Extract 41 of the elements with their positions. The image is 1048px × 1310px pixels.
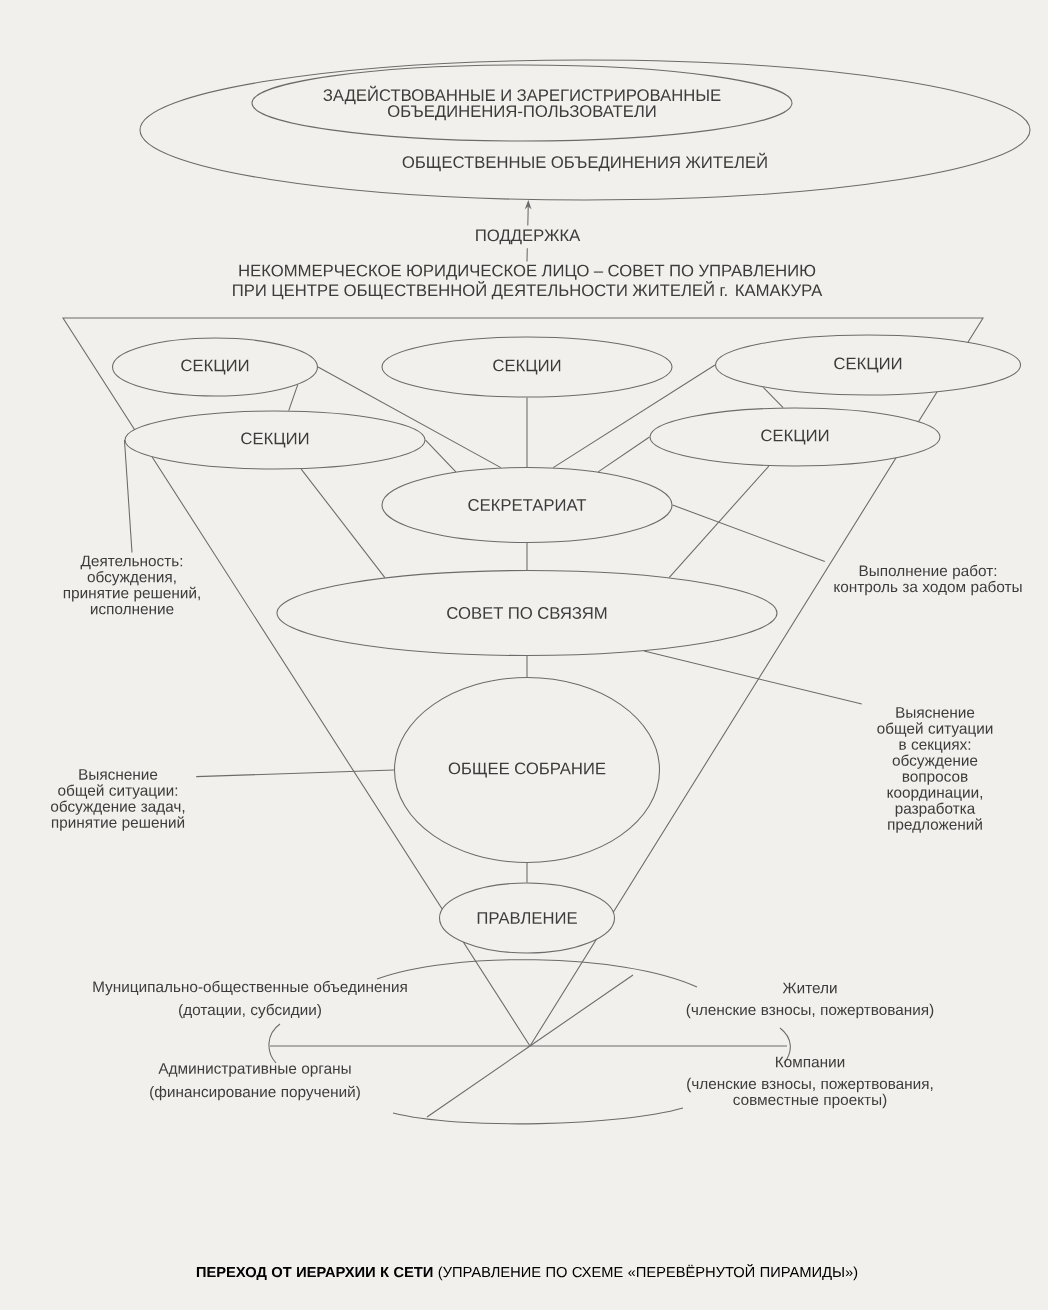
- connector-line: [668, 465, 770, 579]
- oval: СЕКЦИИ: [649, 407, 941, 467]
- heading-text: НЕКОММЕРЧЕСКОЕ ЮРИДИЧЕСКОЕ ЛИЦО – СОВЕТ ПО УПРАВЛЕНИЮ ПРИ ЦЕНТРЕ ОБЩЕСТВЕННОЙ ДЕЯТЕЛЬНОСТИ ЖИТЕЛЕЙ г. КАМАКУРА: [233, 264, 823, 300]
- oval: СЕКРЕТАРИАТ: [381, 466, 673, 544]
- label-text: (дотации, субсидии): [179, 1003, 321, 1019]
- oval: СЕКЦИИ: [381, 336, 673, 398]
- annotation-text: Выполнение работ: контроль за ходом работы: [834, 564, 1022, 596]
- connector-line: [762, 386, 784, 409]
- annotation-text: Деятельность: обсуждения, принятие решений, исполнение: [63, 555, 200, 615]
- leader-line: [195, 769, 395, 778]
- oval: СЕКЦИИ: [714, 334, 1022, 396]
- connector-line: [317, 366, 502, 469]
- oval: ЗАДЕЙСТВОВАННЫЕ И ЗАРЕГИСТРИРОВАННЫЕ ОБЪЕДИНЕНИЯ-ПОЛЬЗОВАТЕЛИ: [251, 64, 793, 142]
- connector-line: [526, 397, 528, 468]
- oval: ПРАВЛЕНИЕ: [438, 882, 616, 954]
- label-text: Жители: [782, 982, 837, 994]
- leader-line: [643, 650, 863, 705]
- oval: СОВЕТ ПО СВЯЗЯМ: [276, 569, 778, 657]
- connector-line: [526, 655, 528, 678]
- connector-line: [552, 364, 716, 469]
- annotation-text: Выяснение общей ситуации в секциях: обсуждение вопросов координации, разработка предложений: [877, 707, 993, 833]
- connector-line: [288, 384, 299, 412]
- leader-line: [123, 439, 133, 553]
- label-text: (членские взносы, пожертвования, совместные проекты): [687, 1077, 933, 1109]
- caption: ПЕРЕХОД ОТ ИЕРАРХИИ К СЕТИ (УПРАВЛЕНИЕ ПО СХЕМЕ «ПЕРЕВЁРНУТОЙ ПИРАМИДЫ»): [196, 1263, 858, 1281]
- connector-line: [526, 542, 528, 571]
- oval: СЕКЦИИ: [124, 410, 426, 470]
- label-text: (членские взносы, пожертвования): [686, 1003, 934, 1019]
- connector-line: [425, 439, 457, 473]
- label-text: Муниципально-общественные объединения: [93, 980, 407, 996]
- oval: СЕКЦИИ: [111, 337, 319, 397]
- label-text: Компании: [776, 1056, 845, 1068]
- connector-line: [300, 468, 386, 579]
- oval: ОБЩЕЕ СОБРАНИЕ: [393, 676, 661, 864]
- leader-line: [672, 504, 826, 563]
- label-text: (финансирование поручений): [150, 1085, 360, 1101]
- edge-label: ПОДДЕРЖКА: [470, 225, 585, 249]
- label-text: Административные органы: [158, 1063, 351, 1077]
- annotation-text: Выяснение общей ситуации: обсуждение задач, принятие решений: [51, 769, 185, 831]
- connector-line: [597, 436, 650, 473]
- connector-line: [526, 862, 528, 883]
